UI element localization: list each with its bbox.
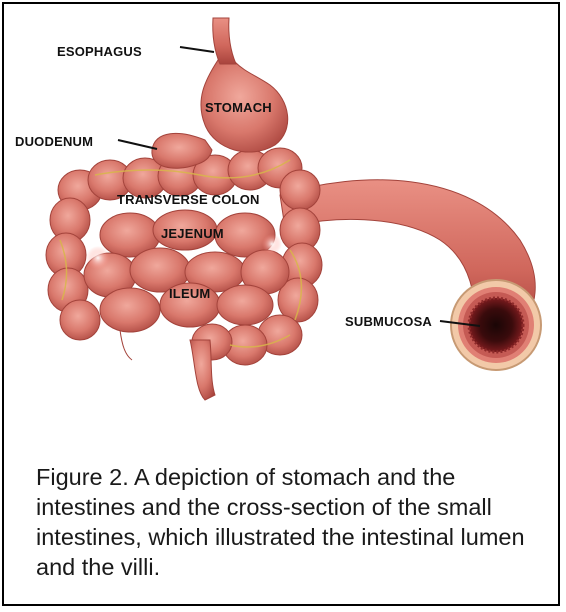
esophagus-leader [180,47,214,52]
digestive-system-illustration: ESOPHAGUS STOMACH DUODENUM TRANSVERSE CO… [0,0,566,460]
label-transverse-colon: TRANSVERSE COLON [117,192,260,207]
esophagus [213,18,236,64]
label-ileum: ILEUM [169,286,210,301]
label-duodenum: DUODENUM [15,134,93,149]
label-jejenum: JEJENUM [161,226,224,241]
figure-caption: Figure 2. A depiction of stomach and the… [36,462,546,582]
duodenum-leader [118,140,157,149]
label-submucosa: SUBMUCOSA [345,314,432,329]
label-esophagus: ESOPHAGUS [57,44,142,59]
label-stomach: STOMACH [205,100,272,115]
